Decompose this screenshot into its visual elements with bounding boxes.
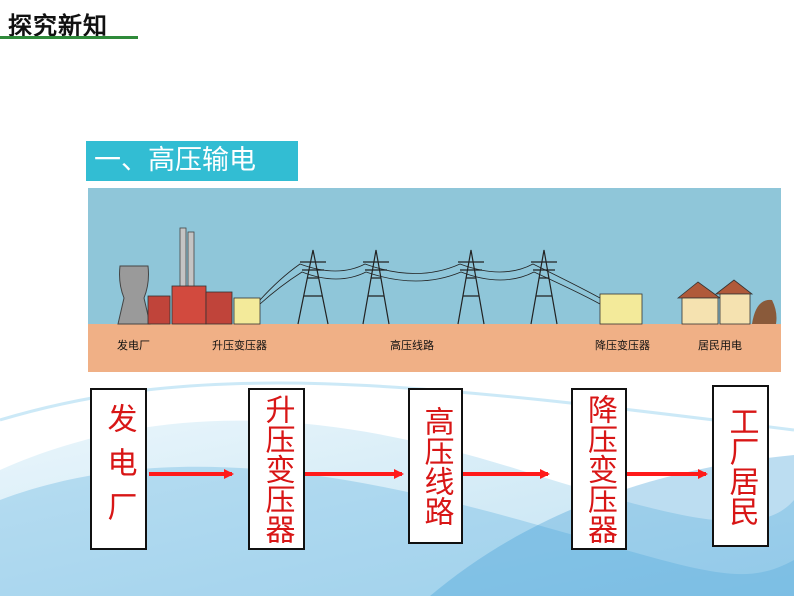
- flow-node-factory-residents: 工厂居民: [712, 385, 769, 547]
- flow-node-label: 降压变压器: [582, 394, 617, 544]
- flow-node-label: 升压变压器: [259, 394, 295, 544]
- label-power-plant: 发电厂: [117, 339, 150, 352]
- flow-node-hv-line: 高压线路: [408, 388, 463, 544]
- page-title: 探究新知: [8, 12, 108, 40]
- section-title: 一、高压输电: [86, 141, 298, 181]
- flow-node-step-up-transformer: 升压变压器: [248, 388, 305, 550]
- power-transmission-illustration: [88, 188, 781, 372]
- label-step-up-transformer: 升压变压器: [212, 339, 267, 352]
- flow-node-label: 工厂居民: [723, 406, 759, 526]
- title-underline: [0, 36, 138, 39]
- label-hv-line: 高压线路: [390, 339, 434, 352]
- flow-node-label: 发电厂: [101, 403, 137, 535]
- flow-node-label: 高压线路: [418, 406, 454, 526]
- flow-node-step-down-transformer: 降压变压器: [571, 388, 627, 550]
- flow-node-power-plant: 发电厂: [90, 388, 147, 550]
- label-step-down-transformer: 降压变压器: [595, 339, 650, 352]
- label-residential: 居民用电: [698, 339, 742, 352]
